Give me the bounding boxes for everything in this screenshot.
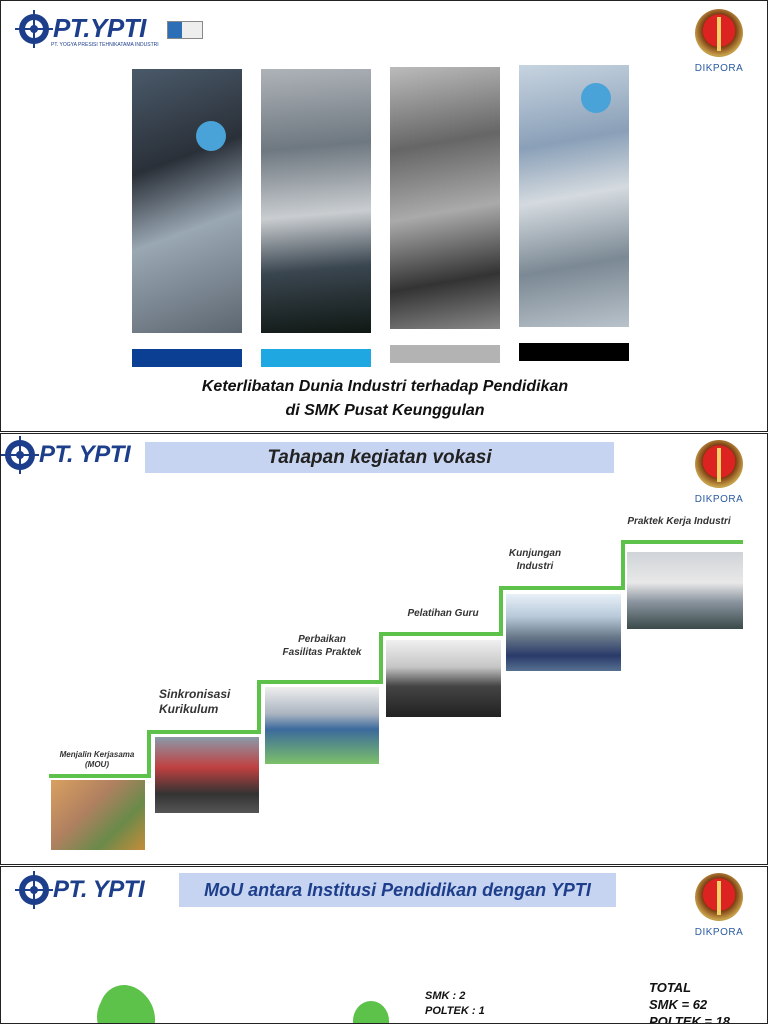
stair-riser-5 <box>621 540 625 590</box>
emblem-text: DIKPORA <box>694 494 744 505</box>
stair-riser-2 <box>257 680 261 734</box>
map-region-sumatra <box>87 977 167 1023</box>
stair-step-2 <box>147 730 261 734</box>
total-label: TOTAL <box>649 980 692 995</box>
company-logo: PT. YPTI <box>15 871 145 909</box>
dikpora-emblem: DIKPORA <box>687 5 751 75</box>
photo-worker-polishing <box>519 65 629 327</box>
step-label-teacher-training: Pelatihan Guru <box>407 608 479 619</box>
company-logo: PT.YPTI PT. YOGYA PRESISI TEHNIKATAMA IN… <box>15 9 159 48</box>
certification-badge-icon <box>167 21 203 39</box>
total-poltek: POLTEK = 18 <box>649 1014 731 1024</box>
photo-grayscale-mold-work <box>390 67 500 329</box>
total-stats: TOTAL SMK = 62 POLTEK = 18 <box>649 979 731 1024</box>
region-stat-smk: SMK : 2 <box>425 990 466 1002</box>
region-stats: SMK : 2 POLTEK : 1 <box>425 989 485 1019</box>
emblem-text: DIKPORA <box>694 63 744 74</box>
region-stat-poltek: POLTEK : 1 <box>425 1005 485 1017</box>
caption-line-2: di SMK Pusat Keunggulan <box>285 402 485 419</box>
logo-mark-icon <box>1 436 39 474</box>
step-label-mou: Menjalin Kerjasama(MOU) <box>59 750 135 769</box>
logo-mark-icon <box>15 871 53 909</box>
stair-riser-3 <box>379 632 383 684</box>
caption-line-1: Keterlibatan Dunia Industri terhadap Pen… <box>201 378 569 395</box>
logo-text: PT. YPTI <box>53 876 145 903</box>
company-logo: PT. YPTI <box>1 436 131 474</box>
logo-text: PT. YPTI <box>39 441 131 468</box>
photo-worker-machining <box>132 69 242 333</box>
emblem-text: DIKPORA <box>694 927 744 938</box>
slide-mou-institutions: PT. YPTI MoU antara Institusi Pendidikan… <box>0 866 768 1024</box>
logo-text: PT.YPTI <box>53 13 146 43</box>
photo-cnc-mold <box>261 69 371 333</box>
total-smk: SMK = 62 <box>649 997 708 1012</box>
color-swatch-gray <box>390 345 500 363</box>
step-photo-mou <box>51 780 145 850</box>
step-photo-teacher-training <box>386 640 501 717</box>
stair-step-1 <box>49 774 151 778</box>
dikpora-emblem: DIKPORA <box>687 869 751 939</box>
stair-riser-1 <box>147 730 151 778</box>
slide-vocational-stages: PT. YPTI Tahapan kegiatan vokasi DIKPORA… <box>0 433 768 865</box>
slide-title: Tahapan kegiatan vokasi <box>145 442 614 473</box>
dikpora-emblem: DIKPORA <box>687 436 751 506</box>
step-label-internship: Praktek Kerja Industri <box>627 516 731 527</box>
stair-step-4 <box>379 632 503 636</box>
color-swatch-navy <box>132 349 242 367</box>
color-swatch-black <box>519 343 629 361</box>
stair-step-3 <box>257 680 383 684</box>
step-photo-industry-visit <box>506 594 621 671</box>
logo-tagline: PT. YOGYA PRESISI TEHNIKATAMA INDUSTRI <box>51 42 159 48</box>
stair-step-6 <box>621 540 743 544</box>
slide-title: MoU antara Institusi Pendidikan dengan Y… <box>179 873 616 907</box>
step-photo-facility <box>265 687 379 764</box>
slide-industry-involvement: PT.YPTI PT. YOGYA PRESISI TEHNIKATAMA IN… <box>0 0 768 432</box>
map-region-island <box>353 1001 389 1023</box>
color-swatch-cyan <box>261 349 371 367</box>
stair-riser-4 <box>499 586 503 636</box>
stair-step-5 <box>499 586 625 590</box>
logo-mark-icon <box>15 9 53 48</box>
step-photo-internship <box>627 552 743 629</box>
step-photo-curriculum <box>155 737 259 813</box>
slide-caption: Keterlibatan Dunia Industri terhadap Pen… <box>101 375 669 423</box>
